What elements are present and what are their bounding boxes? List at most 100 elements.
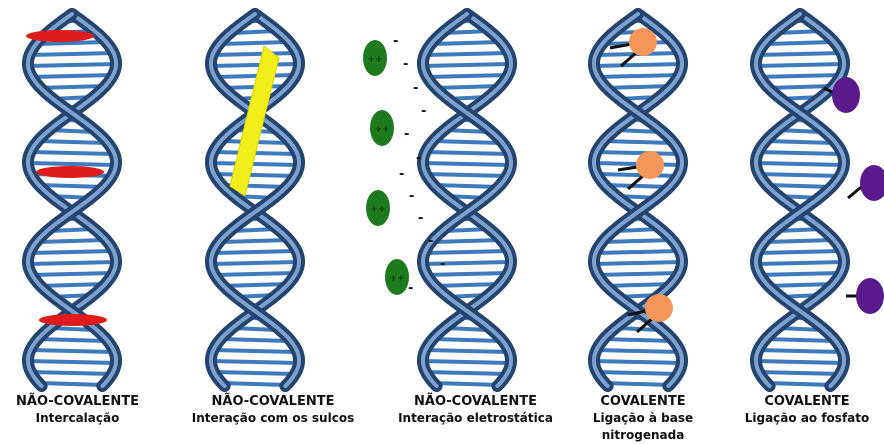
panel-3-subtitle: Interação eletrostática	[383, 410, 568, 427]
phosphate-negative-charge: -	[393, 34, 398, 49]
base-pair-rung	[433, 240, 501, 242]
caption-base-binding: COVALENTE Ligação à base nitrogenada	[573, 393, 713, 444]
base-pair-rung	[759, 75, 841, 77]
base-pair-rung	[425, 350, 508, 352]
base-pair-rung	[30, 152, 113, 154]
base-pair-rung	[597, 273, 679, 275]
phosphate-negative-charge: -	[428, 234, 433, 249]
base-pair-rung	[213, 251, 296, 253]
base-pair-rung	[594, 361, 682, 363]
base-pair-rung	[38, 42, 106, 44]
phosphate-negative-charge: -	[399, 167, 404, 182]
base-pair-rung	[766, 240, 834, 242]
base-pair-rung	[426, 372, 508, 374]
base-pair-rung	[756, 361, 844, 363]
phosphate-negative-charge: -	[421, 104, 426, 119]
base-pair-rung	[425, 152, 508, 154]
base-pair-rung	[426, 174, 508, 176]
base-pair-rung	[426, 75, 508, 77]
base-pair-rung	[758, 152, 841, 154]
panel-5-subtitle: Ligação ao fosfato	[730, 410, 884, 427]
base-pair-rung	[31, 75, 113, 77]
cation-charge-label: ++	[389, 274, 404, 284]
base-pair-rung	[434, 383, 501, 385]
base-pair-rung	[423, 64, 511, 66]
base-pair-rung	[426, 273, 508, 275]
base-pair-rung	[604, 141, 672, 143]
base-pair-rung	[594, 262, 682, 264]
base-pair-rung	[28, 361, 116, 363]
base-adduct-molecule	[629, 28, 657, 56]
base-pair-rung	[766, 141, 834, 143]
base-pair-rung	[597, 372, 679, 374]
base-pair-rung	[758, 251, 841, 253]
caption-intercalation: NÃO-COVALENTE Intercalação	[0, 393, 155, 427]
base-pair-rung	[604, 339, 672, 341]
base-pair-rung	[221, 42, 289, 44]
base-pair-rung	[214, 174, 296, 176]
phosphate-negative-charge: -	[413, 81, 418, 96]
base-pair-rung	[213, 53, 296, 55]
cation-charge-label: ++	[374, 125, 389, 135]
base-pair-rung	[423, 361, 511, 363]
phosphate-negative-charge: -	[404, 127, 409, 142]
base-pair-rung	[221, 339, 289, 341]
panel-4-subtitle: Ligação à base nitrogenada	[573, 410, 713, 444]
base-pair-rung	[211, 361, 299, 363]
base-pair-rung	[28, 163, 116, 165]
phosphate-adduct-molecule	[832, 77, 860, 113]
base-pair-rung	[758, 350, 841, 352]
base-pair-rung	[30, 53, 113, 55]
base-pair-rung	[423, 163, 511, 165]
base-pair-rung	[31, 273, 113, 275]
base-pair-rung	[433, 339, 501, 341]
base-pair-rung	[597, 75, 679, 77]
phosphate-negative-charge: -	[440, 257, 445, 272]
base-pair-rung	[214, 75, 296, 77]
dna-helix-3	[423, 14, 511, 386]
panel-1-subtitle: Intercalação	[0, 410, 155, 427]
base-pair-rung	[222, 383, 289, 385]
dna-helix-1	[28, 14, 116, 386]
base-pair-rung	[756, 262, 844, 264]
base-pair-rung	[766, 42, 834, 44]
base-pair-rung	[211, 262, 299, 264]
panel-4-title: COVALENTE	[573, 393, 713, 410]
base-pair-rung	[597, 174, 679, 176]
base-pair-rung	[30, 350, 113, 352]
base-pair-rung	[38, 141, 106, 143]
base-pair-rung	[433, 141, 501, 143]
base-pair-rung	[38, 240, 106, 242]
base-pair-rung	[30, 251, 113, 253]
base-pair-rung	[425, 251, 508, 253]
base-pair-rung	[758, 53, 841, 55]
base-pair-rung	[766, 339, 834, 341]
base-pair-rung	[759, 372, 841, 374]
phosphate-adduct-molecule	[860, 165, 884, 201]
base-pair-rung	[596, 152, 679, 154]
base-pair-rung	[214, 372, 296, 374]
intercalator-molecule	[39, 314, 107, 326]
cation-charge-label: ++	[367, 55, 382, 65]
base-pair-rung	[596, 251, 679, 253]
caption-electrostatic: NÃO-COVALENTE Interação eletrostática	[383, 393, 568, 427]
base-pair-rung	[759, 174, 841, 176]
base-pair-rung	[594, 64, 682, 66]
base-pair-rung	[425, 53, 508, 55]
base-adduct-molecule	[636, 151, 664, 179]
base-pair-rung	[756, 163, 844, 165]
base-pair-rung	[604, 240, 672, 242]
base-pair-rung	[767, 383, 834, 385]
phosphate-negative-charge: -	[418, 211, 423, 226]
intercalator-molecule	[36, 166, 104, 178]
base-pair-rung	[211, 64, 299, 66]
base-pair-rung	[213, 350, 296, 352]
phosphate-adduct-molecule	[856, 278, 884, 314]
base-pair-rung	[433, 42, 501, 44]
base-adduct-molecule	[645, 294, 673, 322]
dna-helix-2	[211, 14, 299, 386]
base-pair-rung	[756, 64, 844, 66]
base-pair-rung	[605, 383, 672, 385]
panel-2-title: NÃO-COVALENTE	[168, 393, 378, 410]
